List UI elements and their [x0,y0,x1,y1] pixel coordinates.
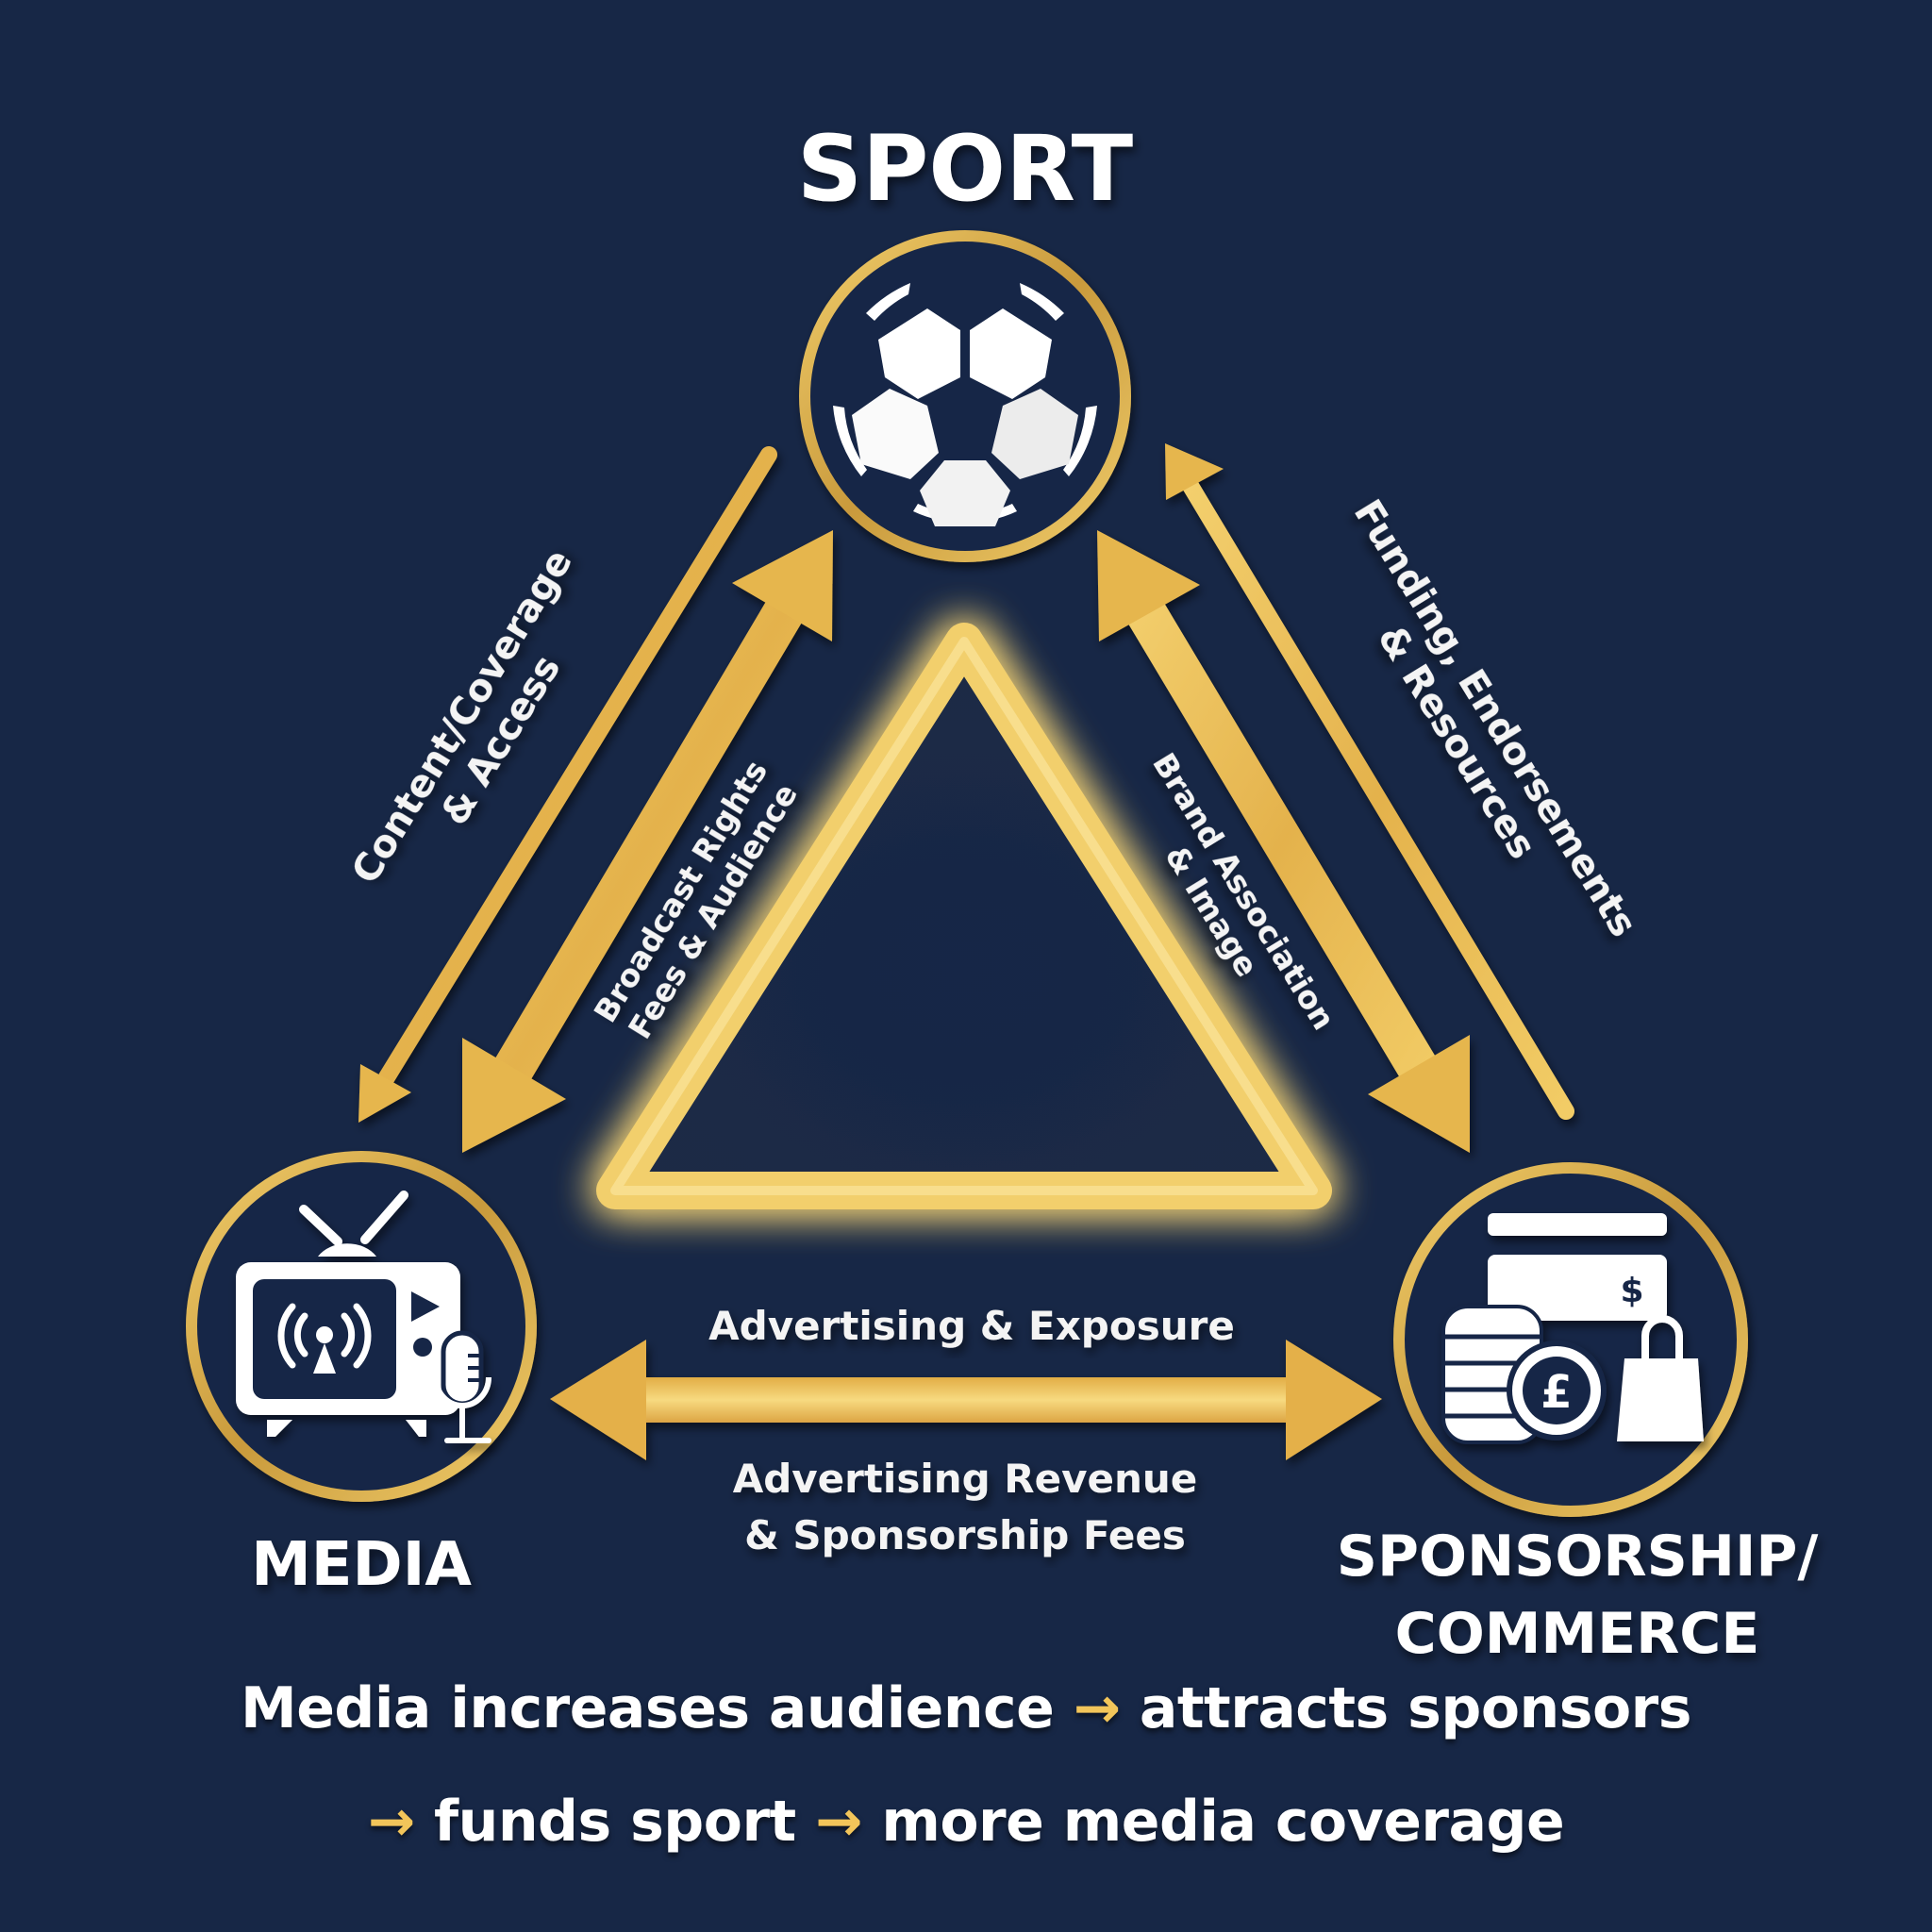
money-card-coins-bag-icon: $ £ [1441,1213,1704,1444]
sport-title: SPORT [797,116,1133,222]
commerce-node: $ £ [1393,1162,1748,1517]
central-glowing-triangle [596,623,1332,1209]
arrow-right-icon: → [1073,1675,1121,1741]
commerce-title-line2: COMMERCE [1395,1601,1760,1667]
tv-broadcast-microphone-icon [236,1191,491,1443]
commerce-title-line1: SPONSORSHIP/ [1337,1524,1819,1590]
shopping-bag-icon [1617,1315,1704,1441]
summary-line-1: Media increases audience → attracts spon… [0,1675,1932,1741]
summary-more-media-coverage: more media coverage [881,1789,1565,1855]
arrow-sport-to-media [358,446,777,1123]
flow-label-advertising-exposure: Advertising & Exposure [708,1303,1235,1349]
summary-media-increases-audience: Media increases audience [241,1675,1055,1741]
soccer-ball-icon [833,283,1097,526]
flow-label-content-coverage: Content/Coverage [343,541,581,891]
arrow-media-sport-double [462,530,833,1153]
pound-icon: £ [1541,1366,1572,1419]
arrow-right-icon: → [367,1789,415,1855]
media-title: MEDIA [251,1530,472,1600]
arrow-right-icon: → [815,1789,862,1855]
media-node [186,1151,537,1502]
flow-label-sponsorship-fees: & Sponsorship Fees [744,1512,1186,1558]
arrow-sport-commerce-double [1097,530,1470,1153]
flow-label-funding-endorsements: Funding, Endorsements [1345,492,1645,944]
summary-funds-sport: funds sport [434,1789,796,1855]
flow-label-advertising-revenue: Advertising Revenue [733,1456,1198,1502]
sport-node [799,230,1131,562]
summary-attracts-sponsors: attracts sponsors [1139,1675,1692,1741]
arrow-media-commerce-double [550,1340,1382,1460]
arrow-commerce-to-sport [1165,443,1574,1120]
summary-line-2: → funds sport → more media coverage [0,1789,1932,1855]
dollar-icon: $ [1620,1272,1643,1310]
